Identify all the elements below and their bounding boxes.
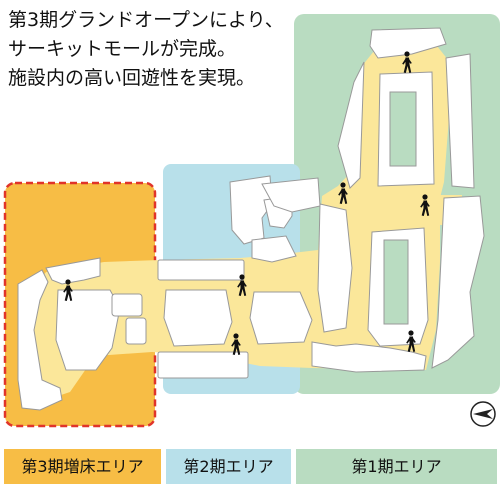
caption-line-3: 施設内の高い回遊性を実現。 <box>8 67 256 89</box>
legend-phase1: 第1期エリア <box>296 449 497 484</box>
caption-line-1: 第3期グランドオープンにより、 <box>8 9 284 31</box>
buildings <box>17 27 485 411</box>
legend-phase2: 第2期エリア <box>166 449 291 484</box>
caption-line-2: サーキットモールが完成。 <box>8 38 237 60</box>
legend-phase3: 第3期増床エリア <box>4 449 161 484</box>
north-arrow-icon <box>470 401 496 427</box>
caption: 第3期グランドオープンにより、 サーキットモールが完成。 施設内の高い回遊性を実… <box>8 6 308 93</box>
